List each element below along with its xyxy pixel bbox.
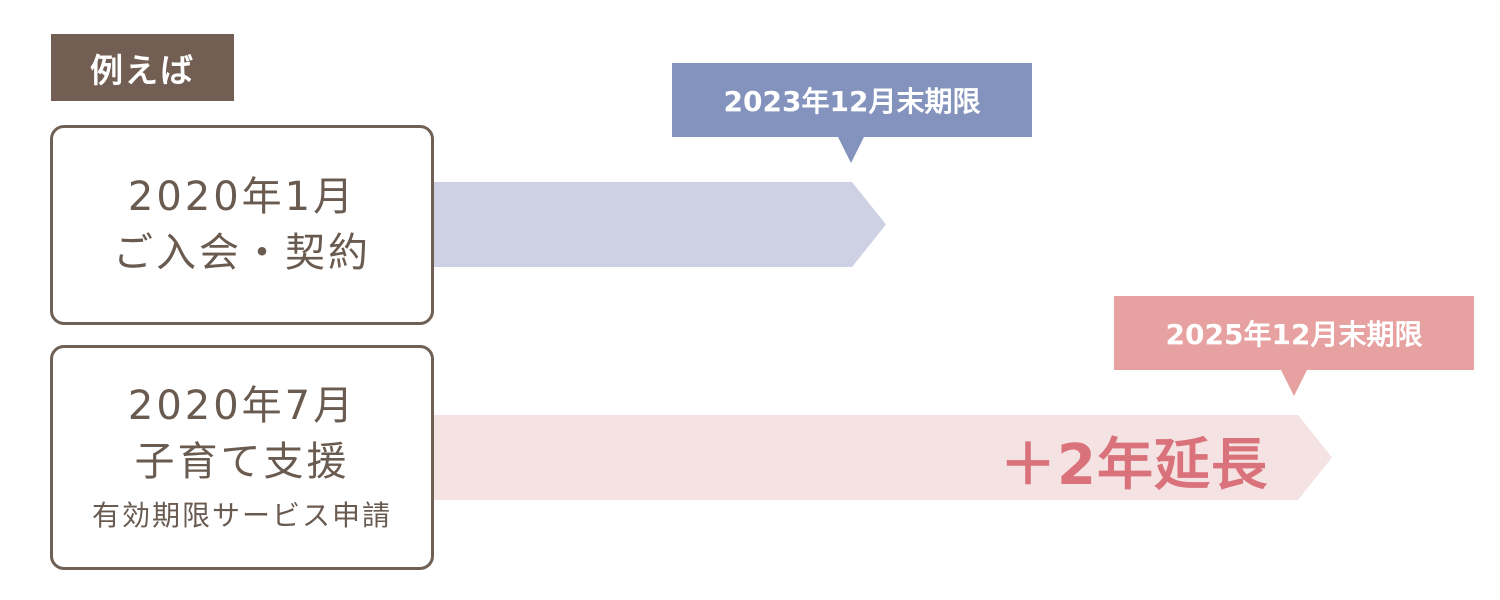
case-standard-description: ご入会・契約 [113, 230, 371, 276]
case-extended-description: 有効期限サービス申請 [91, 498, 392, 532]
standard-period-arrow [434, 182, 886, 267]
case-extended-title: 子育て支援 [134, 438, 350, 485]
case-standard-box: 2020年1月 ご入会・契約 [50, 125, 434, 325]
standard-deadline-callout: 2023年12月末期限 [672, 63, 1032, 137]
case-extended-box: 2020年7月 子育て支援 有効期限サービス申請 [50, 345, 434, 570]
extended-deadline-pointer [1281, 370, 1307, 396]
standard-deadline-pointer [838, 137, 864, 163]
case-extended-date: 2020年7月 [127, 382, 357, 429]
extension-label: ＋2年延長 [1000, 432, 1268, 498]
example-tag: 例えば [51, 34, 234, 101]
extended-period-arrow [434, 415, 1332, 500]
case-standard-date: 2020年1月 [127, 174, 357, 220]
extended-deadline-callout: 2025年12月末期限 [1114, 296, 1474, 370]
